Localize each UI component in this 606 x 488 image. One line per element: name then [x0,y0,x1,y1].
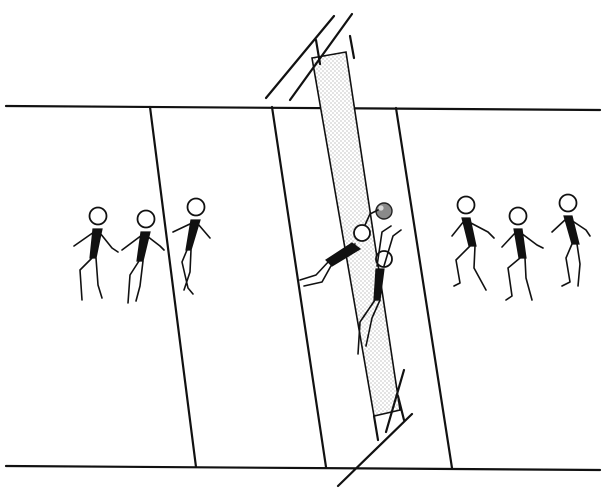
volleyball-icon [375,202,393,220]
net-bottom-post [336,412,414,488]
player-right-blocker [357,225,402,355]
player-right-3 [551,193,591,287]
left-center-line [270,105,328,469]
net-players [299,209,402,355]
net-bottom-left-edge [372,414,380,442]
net-top-left-edge [314,38,322,66]
volleyball-net [264,12,414,488]
player-right-2 [501,206,544,301]
player-left-3 [172,197,211,295]
net-top-right-edge [348,34,356,60]
right-team [451,193,591,301]
left-team [73,197,211,304]
player-left-2 [121,209,165,304]
net-top-post-right [288,12,354,102]
net-bottom-right-edge [396,394,406,422]
net-top-post [264,14,336,100]
player-right-1 [451,195,495,291]
player-left-1 [73,206,119,301]
left-attack-line [148,105,198,469]
far-sideline [4,104,602,112]
right-attack-line [394,106,454,470]
court-lines [4,104,602,472]
player-left-attacker [299,209,379,287]
near-sideline [4,464,602,472]
net-bottom-post-short [384,368,406,434]
